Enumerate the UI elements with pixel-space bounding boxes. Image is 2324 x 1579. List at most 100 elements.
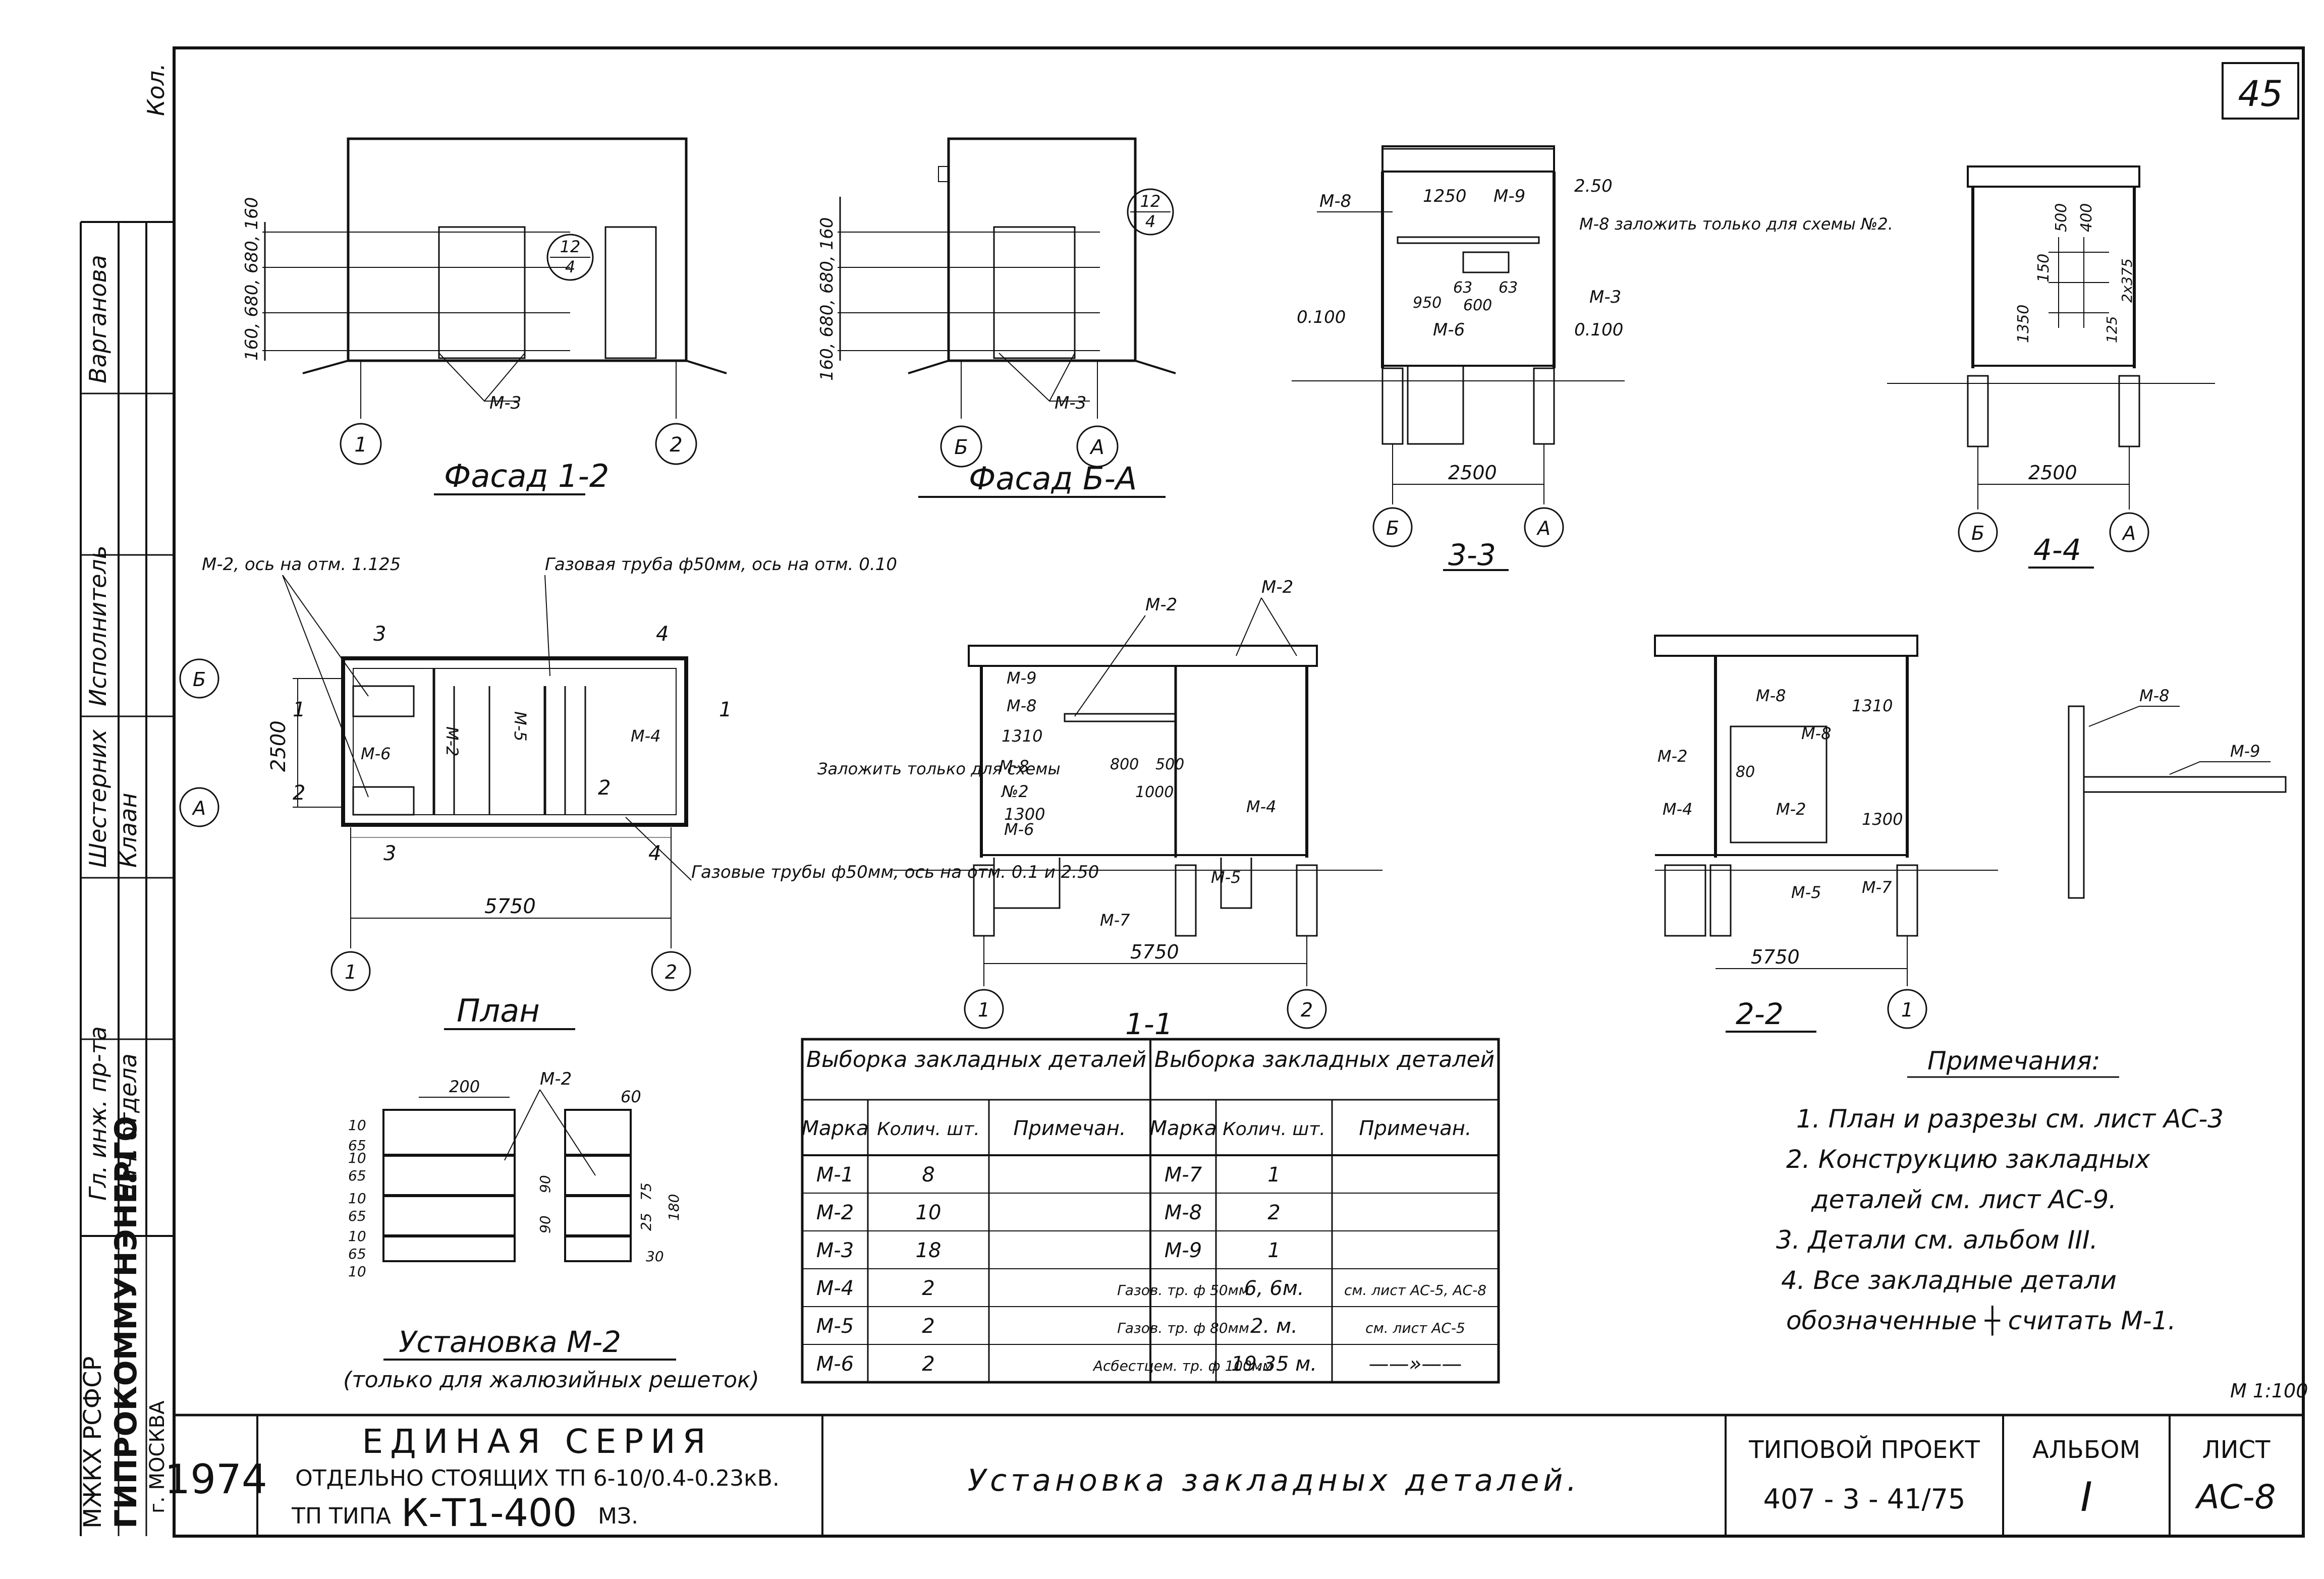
facade-ba-m3: М-3 <box>1055 393 1086 413</box>
tb-sheet-title: Установка закладных деталей. <box>968 1463 1581 1498</box>
s44-500: 500 <box>2053 203 2070 232</box>
s22-m8-top: М-8 <box>1756 686 1786 705</box>
stamp-city: г. МОСКВА <box>146 1400 169 1513</box>
install-m2-60: 60 <box>621 1087 641 1106</box>
s11-m6: М-6 <box>1004 820 1034 839</box>
s33-m9: М-9 <box>1493 186 1525 206</box>
table-right-cell: М-9 <box>1165 1239 1202 1262</box>
s33-1250: 1250 <box>1423 186 1467 206</box>
install-m2-90a: 90 <box>537 1175 554 1193</box>
stamp-ministry: МЖКХ РСФСР <box>79 1356 107 1529</box>
facade-ba-callout-bottom: 4 <box>1145 212 1155 231</box>
s44-axis-a: А <box>2121 522 2136 544</box>
table-left-cell: М-5 <box>816 1315 854 1338</box>
detail-m8-m9: М-8 М-9 <box>2068 686 2287 899</box>
tb-tp-suffix: МЗ. <box>598 1503 638 1529</box>
s33-m8: М-8 <box>1319 191 1351 211</box>
facade-ba-title: Фасад Б-А <box>969 460 1137 497</box>
plan-view: 2500 Б А 5750 1 2 М-2, ось на отм. 1.125… <box>179 554 1099 1030</box>
s22-m8-mid: М-8 <box>1801 724 1832 743</box>
table-left-cell: М-4 <box>816 1277 854 1300</box>
s44-125: 125 <box>2104 316 2120 343</box>
plan-sec-1-left: 1 <box>293 698 305 721</box>
s22-m2-left: М-2 <box>1657 747 1688 766</box>
s11-1310: 1310 <box>1002 726 1042 746</box>
corner-note: Кол. <box>142 63 170 116</box>
table-left-cell: М-2 <box>816 1201 854 1224</box>
facade-12-callout-bottom: 4 <box>565 257 575 276</box>
table-left-cell: М-1 <box>816 1163 854 1187</box>
facade-ba-dims: 160, 680, 680, 160 <box>817 217 837 381</box>
notes-scale: М 1:100 <box>2230 1380 2308 1402</box>
table-left-cell: М-6 <box>816 1352 854 1376</box>
table-left-h1: Колич. шт. <box>877 1119 980 1140</box>
plan-axis-1: 1 <box>345 961 357 983</box>
tb-project-label: ТИПОВОЙ ПРОЕКТ <box>1748 1435 1980 1464</box>
s11-m7: М-7 <box>1100 911 1130 930</box>
table-left-cell: М-3 <box>816 1239 854 1262</box>
s11-m8-top: М-8 <box>1007 696 1037 715</box>
notes: Примечания: 1. План и разрезы см. лист А… <box>1776 1046 2308 1402</box>
plan-axis-b: Б <box>193 668 206 691</box>
sheet-frame <box>173 46 2305 1538</box>
plan-m5: М-5 <box>511 711 530 742</box>
plan-length: 5750 <box>484 895 536 918</box>
s33-0100-right: 0.100 <box>1574 320 1623 340</box>
s33-250: 2.50 <box>1574 176 1613 196</box>
s33-63a: 63 <box>1453 279 1472 297</box>
table-right-cell: Асбестцем. тр. ф 100мм <box>1092 1358 1273 1374</box>
s22-axis-1: 1 <box>1901 999 1913 1021</box>
s22-m2-mid: М-2 <box>1776 800 1806 819</box>
s22-1310: 1310 <box>1852 696 1893 715</box>
s33-m3: М-3 <box>1589 287 1621 307</box>
table-left-cell: 2 <box>922 1315 934 1338</box>
s33-0100-left: 0.100 <box>1297 307 1346 327</box>
note-2: 2. Конструкцию закладных <box>1786 1145 2150 1174</box>
s33-600: 600 <box>1463 297 1492 314</box>
facade-12-m3: М-3 <box>489 393 521 413</box>
s44-title: 4-4 <box>2033 533 2081 567</box>
stamp-role-chief: Гл. инж. пр-та <box>84 1026 112 1201</box>
s22-length: 5750 <box>1751 946 1800 968</box>
plan-sec-3-bottom: 3 <box>383 842 396 865</box>
s33-950: 950 <box>1413 294 1442 312</box>
table-right-cell: Газов. тр. ф 50мм <box>1117 1282 1249 1299</box>
s22-80: 80 <box>1736 763 1755 781</box>
install-m2-30: 30 <box>646 1248 664 1265</box>
detail-m8: М-8 <box>2139 686 2170 705</box>
plan-m2-note: М-2, ось на отм. 1.125 <box>202 554 401 575</box>
table-right-cell: М-8 <box>1165 1201 1202 1224</box>
detail-m9: М-9 <box>2230 742 2260 761</box>
side-stamp: Гл. инж. пр-та Нач. отдела Шестерних Исп… <box>79 221 174 1536</box>
install-m2-d2: 10 <box>348 1150 366 1166</box>
s33-axis-a: А <box>1536 517 1551 539</box>
table-right-h2: Примечан. <box>1359 1117 1471 1140</box>
s33-note: М-8 заложить только для схемы №2. <box>1579 214 1893 234</box>
notes-title: Примечания: <box>1927 1046 2100 1076</box>
title-block: 1974 ЕДИНАЯ СЕРИЯ ОТДЕЛЬНО СТОЯЩИХ ТП 6-… <box>164 1415 2276 1536</box>
s11-m4: М-4 <box>1246 797 1277 816</box>
plan-gas-pipes-note: Газовые трубы ф50мм, ось на отм. 0.1 и 2… <box>691 862 1099 882</box>
table-right-cell: 2. м. <box>1250 1315 1298 1338</box>
install-m2-200: 200 <box>449 1077 480 1096</box>
install-m2-d0: 10 <box>348 1117 366 1134</box>
s22-1300: 1300 <box>1862 810 1903 829</box>
section-3-3: М-8 М-9 1250 2.50 М-8 заложить только дл… <box>1292 145 1893 572</box>
table-right-cell: 1 <box>1267 1163 1280 1187</box>
section-1-1: М-2 М-2 М-9 М-8 1310 М-8 №2 1300 М-6 М-7… <box>817 577 1382 1041</box>
plan-sec-2-left: 2 <box>293 781 305 805</box>
s11-title: 1-1 <box>1125 1007 1173 1041</box>
tb-album-label: АЛЬБОМ <box>2032 1436 2140 1464</box>
plan-sec-4-top: 4 <box>656 623 669 646</box>
s44-1350: 1350 <box>2015 305 2032 343</box>
install-m2-d5: 65 <box>348 1208 366 1224</box>
plan-axis-a: А <box>191 797 206 819</box>
s33-m6: М-6 <box>1433 320 1465 340</box>
tb-year: 1974 <box>164 1456 267 1503</box>
tb-tp-type: К-Т1-400 <box>401 1490 577 1535</box>
stamp-role-executor: Исполнитель <box>84 545 112 706</box>
s11-axis-1: 1 <box>978 999 990 1021</box>
s11-1000: 1000 <box>1135 783 1174 801</box>
s11-length: 5750 <box>1130 941 1179 963</box>
s11-m8-mid: М-8 <box>999 757 1029 776</box>
